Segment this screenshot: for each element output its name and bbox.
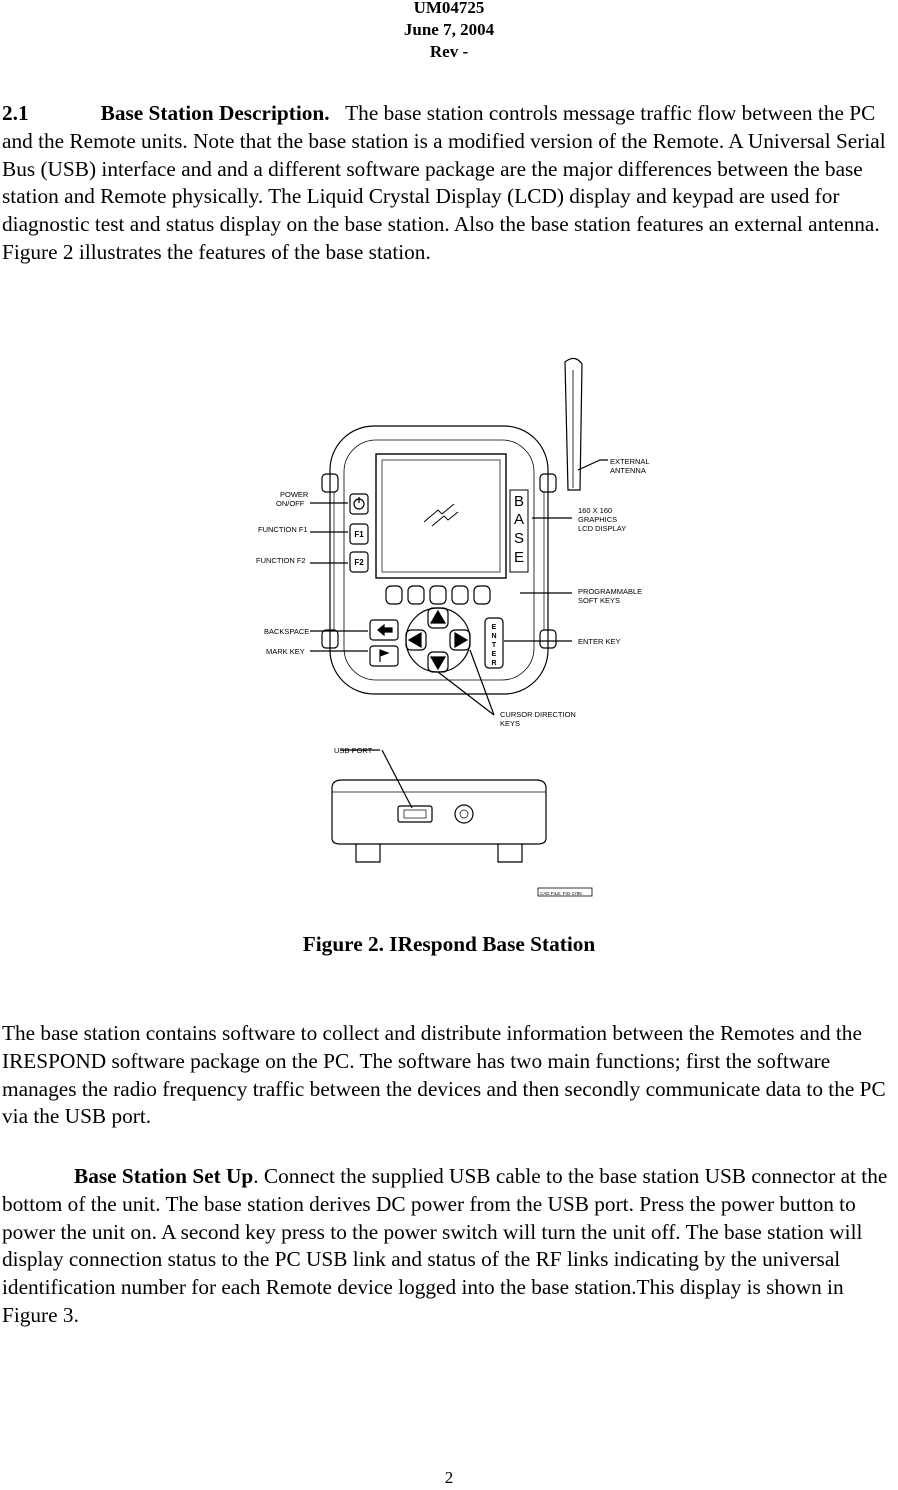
backspace-key (369, 619, 399, 641)
enter-letter: E (492, 651, 497, 658)
logo-icon (423, 503, 459, 527)
right-arrow-icon (454, 631, 469, 649)
enter-letter: R (491, 660, 496, 667)
section-title: Base Station Description. (100, 101, 330, 125)
base-letter: A (514, 511, 524, 528)
device-body (329, 425, 549, 695)
left-arrow-icon (407, 631, 422, 649)
label-lcd: GRAPHICS (578, 515, 617, 524)
setup-body: . Connect the supplied USB cable to the … (2, 1164, 888, 1327)
page-number: 2 (444, 1468, 454, 1487)
label-function-f2: FUNCTION F2 (256, 556, 306, 565)
label-soft-keys: PROGRAMMABLE (578, 587, 642, 596)
label-backspace: BACKSPACE (264, 627, 309, 636)
mark-key (369, 645, 399, 667)
label-power: POWER (280, 490, 309, 499)
label-usb-port: USB PORT (334, 746, 373, 755)
usb-port (397, 805, 433, 823)
label-cursor-keys: KEYS (500, 719, 520, 728)
doc-rev: Rev - (429, 42, 469, 61)
power-key (349, 493, 369, 515)
base-letter: S (514, 530, 524, 547)
label-cursor-keys: CURSOR DIRECTION (500, 710, 576, 719)
f1-key (349, 523, 369, 545)
label-function-f1: FUNCTION F1 (258, 525, 308, 534)
label-enter-key: ENTER KEY (578, 637, 621, 646)
setup-title: Base Station Set Up (74, 1164, 254, 1188)
key-f1-label: F1 (354, 530, 364, 539)
enter-letter: N (491, 633, 496, 640)
base-letter: B (514, 493, 524, 510)
label-soft-keys: SOFT KEYS (578, 596, 620, 605)
doc-date: June 7, 2004 (403, 20, 495, 39)
label-power: ON/OFF (276, 499, 305, 508)
enter-letter: T (492, 642, 497, 649)
soft-key (385, 585, 403, 605)
lcd-display (375, 453, 507, 579)
label-external-antenna: EXTERNAL (610, 457, 650, 466)
label-lcd: LCD DISPLAY (578, 524, 626, 533)
soft-key (407, 585, 425, 605)
figure-caption: Figure 2. IRespond Base Station (302, 932, 596, 956)
section-number: 2.1 (2, 101, 29, 125)
enter-letter: E (492, 624, 497, 631)
f2-key (349, 551, 369, 573)
label-mark-key: MARK KEY (266, 647, 305, 656)
down-arrow-icon (429, 656, 447, 671)
soft-key (473, 585, 491, 605)
up-arrow-icon (429, 609, 447, 624)
section-body: The base station controls message traffi… (2, 101, 886, 264)
label-lcd: 160 X 160 (578, 506, 612, 515)
soft-key (429, 585, 447, 605)
enter-key (484, 617, 504, 669)
flag-icon (379, 649, 390, 662)
doc-id: UM04725 (413, 0, 485, 17)
round-jack (454, 804, 474, 824)
soft-key (451, 585, 469, 605)
base-station-figure: EXTERNAL ANTENNA POWER ON/OFF FUNCTION F… (256, 357, 650, 897)
drawing-ref: CAD FILE: FIG-1786 (540, 891, 582, 896)
key-f2-label: F2 (354, 558, 364, 567)
device-bottom-view (331, 779, 547, 845)
paragraph-software: The base station contains software to co… (2, 1021, 886, 1129)
backspace-arrow-icon (377, 623, 393, 637)
section-paragraph: 2.1 Base Station Description. The base st… (2, 100, 898, 267)
setup-paragraph: Base Station Set Up. Connect the supplie… (2, 1163, 898, 1330)
antenna-icon (564, 357, 583, 491)
base-letter: E (514, 549, 524, 566)
label-external-antenna: ANTENNA (610, 466, 646, 475)
